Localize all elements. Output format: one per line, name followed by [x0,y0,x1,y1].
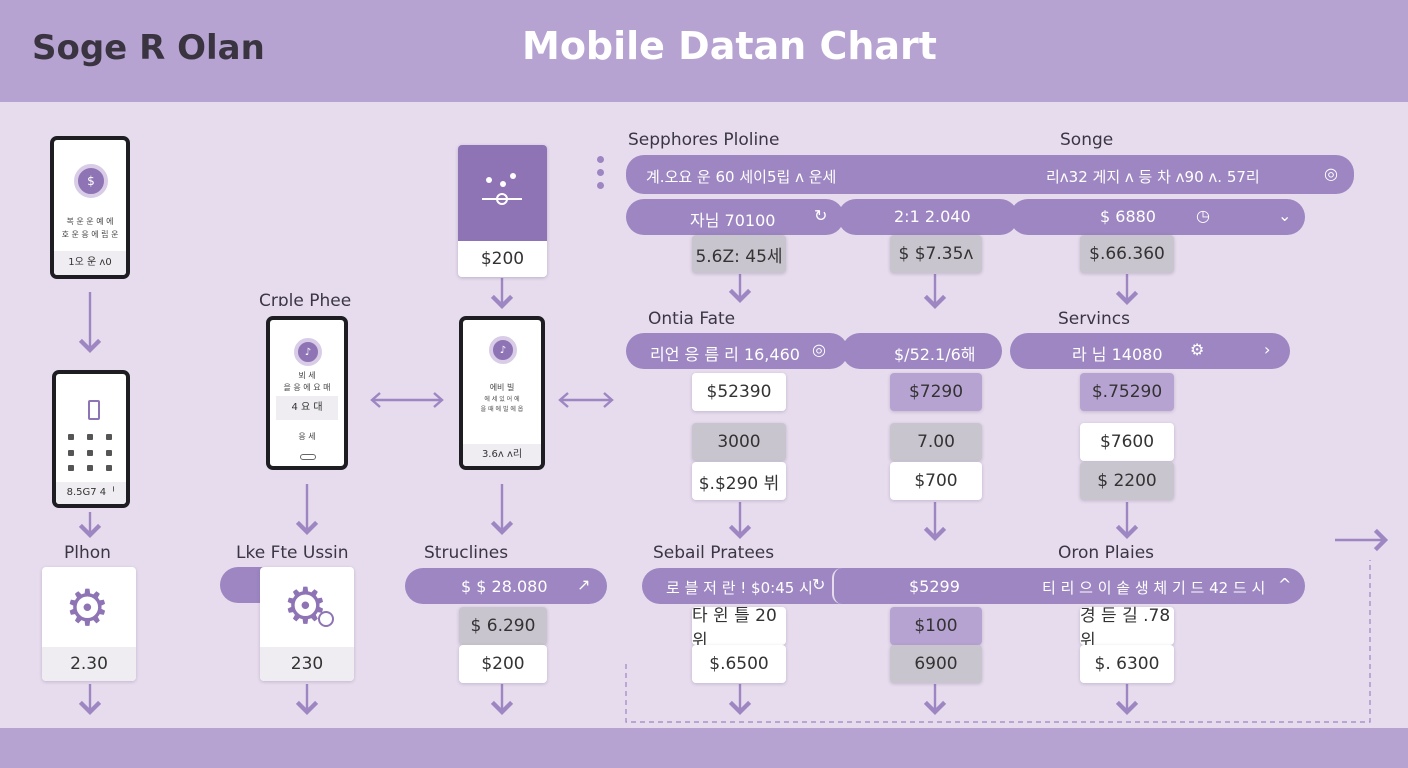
section-label: Ontia Fate [648,309,736,329]
phone-text: 을 응 에 요 매 [283,383,331,392]
section-label: Plhon [64,543,111,563]
row1-banner[interactable]: 계.오요 운 60 세이5립 ʌ 운세 리ʌ32 게지 ʌ 등 차 ʌ90 ʌ.… [626,155,1354,194]
value-cell: $52390 [692,373,786,411]
value-cell: $100 [890,607,982,645]
phone-footer: 8.5G7 4ᅵ [56,482,126,504]
section-label: Oron Plaies [1058,543,1155,563]
chevron-right-icon[interactable]: › [1264,340,1271,359]
app-price: $200 [458,241,547,277]
section-label: Sebail Pratees [653,543,775,563]
settings-card[interactable]: ⚙ 2.30 [42,567,136,681]
section-label: Lke Fte Ussin [236,543,349,563]
section-label: Struclines [424,543,509,563]
trend-icon: ↗ [577,575,591,594]
banner-text: 리ʌ32 게지 ʌ 등 차 ʌ90 ʌ. 57리 [1046,168,1260,186]
dollar-icon: $ [74,164,108,198]
row2-pill-2[interactable]: $/52.1/6해 [842,333,1002,369]
phone-text: 뵈 세 [298,371,316,380]
banner-text: 로 블 저 란 ! $0:45 시 [666,579,813,597]
value-cell: $.75290 [1080,373,1174,411]
refresh-icon: ↻ [814,206,828,225]
target-icon: ◎ [812,340,826,359]
structure-pill[interactable]: $ $ 28.080 ↗ [405,568,607,604]
value-cell: 7.00 [890,423,982,461]
home-button[interactable] [300,454,316,460]
music-icon: ♪ [489,336,517,364]
value-cell: $ $7.35ʌ [890,235,982,273]
value-cell: $.66.360 [1080,235,1174,273]
phone-icon [88,400,100,420]
row1-pill-2[interactable]: 2:1 2.040 [838,199,1018,235]
phone-footer: 3.6ʌ ʌ리 [463,444,541,466]
banner-text: 티 리 으 이 솥 생 체 기 드 42 드 시 [1042,579,1266,597]
value-cell: $ 6.290 [459,607,547,645]
refresh-icon: ↻ [812,575,826,594]
phone-text: 복 운 운 예 에 [66,217,114,226]
more-dots-icon[interactable] [597,156,607,195]
chevron-down-icon[interactable]: ⌄ [1278,206,1292,225]
value-cell: $ 2200 [1080,462,1174,500]
value-cell: $200 [459,645,547,683]
value-cell: $.6500 [692,645,786,683]
user-settings-card[interactable]: ⚙ 230 [260,567,354,681]
pill-value: 라 님 14080 [1072,345,1163,364]
phone-label: Crɒle Phee [259,291,352,311]
section-label: Sepphores Ploline [628,130,780,150]
phone-text: 에비 빌 [489,383,515,392]
keypad [68,434,118,474]
banner-text: $5299 [909,577,960,596]
phone-value: 4 요 대 [276,396,338,420]
page-title: Mobile Datan Chart [522,24,937,68]
phone-screen-3[interactable]: ♪ 뵈 세 을 응 에 요 매 4 요 대 응 세 [266,316,348,470]
phone-footer: 1오 운 ʌ0 [54,251,126,275]
clock-icon: ◷ [1196,206,1210,225]
banner-text: 계.오요 운 60 세이5립 ʌ 운세 [646,168,837,186]
music-icon: ♪ [294,338,322,366]
pill-value: 리언 응 름 리 16,460 [650,345,800,364]
value-cell: 3000 [692,423,786,461]
value-cell: $. 6300 [1080,645,1174,683]
row1-pill-3[interactable]: $ 6880 ◷ ⌄ [1010,199,1305,235]
value-cell: $7600 [1080,423,1174,461]
gear-icon: ⚙ [1190,340,1205,359]
phone-text: 응 세 [298,432,316,441]
row2-pill-3[interactable]: 라 님 14080 ⚙ › [1010,333,1290,369]
gear-icon: ⚙ [65,579,110,637]
value-cell: $.$290 뷔 [692,462,786,500]
row3-banner[interactable]: 로 블 저 란 ! $0:45 시 ↻ $5299 티 리 으 이 솥 생 체 … [642,568,1305,604]
chevron-up-icon[interactable]: ^ [1278,575,1292,594]
card-value: 2.30 [42,647,136,681]
phone-screen-2[interactable]: 8.5G7 4ᅵ [52,370,130,508]
phone-text: 에 세 있 어 에 [484,396,520,403]
value-cell: 5.6Z: 45세 [692,235,786,273]
settings-icon[interactable]: ◎ [1324,164,1338,183]
value-cell: $7290 [890,373,982,411]
row2-pill-1[interactable]: 리언 응 름 리 16,460 ◎ [626,333,848,369]
footer-bar [0,728,1408,768]
brand-title: Soge R Olan [32,28,265,68]
dashed-loop [625,560,1371,723]
pill-value: 2:1 2.040 [894,207,971,226]
phone-screen-4[interactable]: ♪ 에비 빌 에 세 있 어 에 을 때 에 빌 에 옵 3.6ʌ ʌ리 [459,316,545,470]
card-value: 230 [260,647,354,681]
pill-value: $/52.1/6해 [894,345,976,364]
phone-screen-1[interactable]: $ 복 운 운 예 에 호 운 응 에 립 운 1오 운 ʌ0 [50,136,130,279]
analytics-icon [458,145,547,241]
section-label: Servincs [1058,309,1131,329]
value-cell: 경 듣 길 .78 위 [1080,606,1174,651]
section-label: Songe [1060,130,1114,150]
phone-text: 을 때 에 빌 에 옵 [480,406,524,413]
value-cell: 타 윈 틀 20위 [692,606,786,651]
header-bar [0,0,1408,102]
phone-text: 호 운 응 에 립 운 [61,230,119,239]
pill-value: $ 6880 [1100,207,1156,226]
pill-value: 자님 70100 [690,211,776,230]
value-cell: 6900 [890,645,982,683]
pill-value: $ $ 28.080 [461,577,548,596]
value-cell: $700 [890,462,982,500]
row1-pill-1[interactable]: 자님 70100 ↻ [626,199,844,235]
app-card[interactable]: $200 [458,145,547,277]
